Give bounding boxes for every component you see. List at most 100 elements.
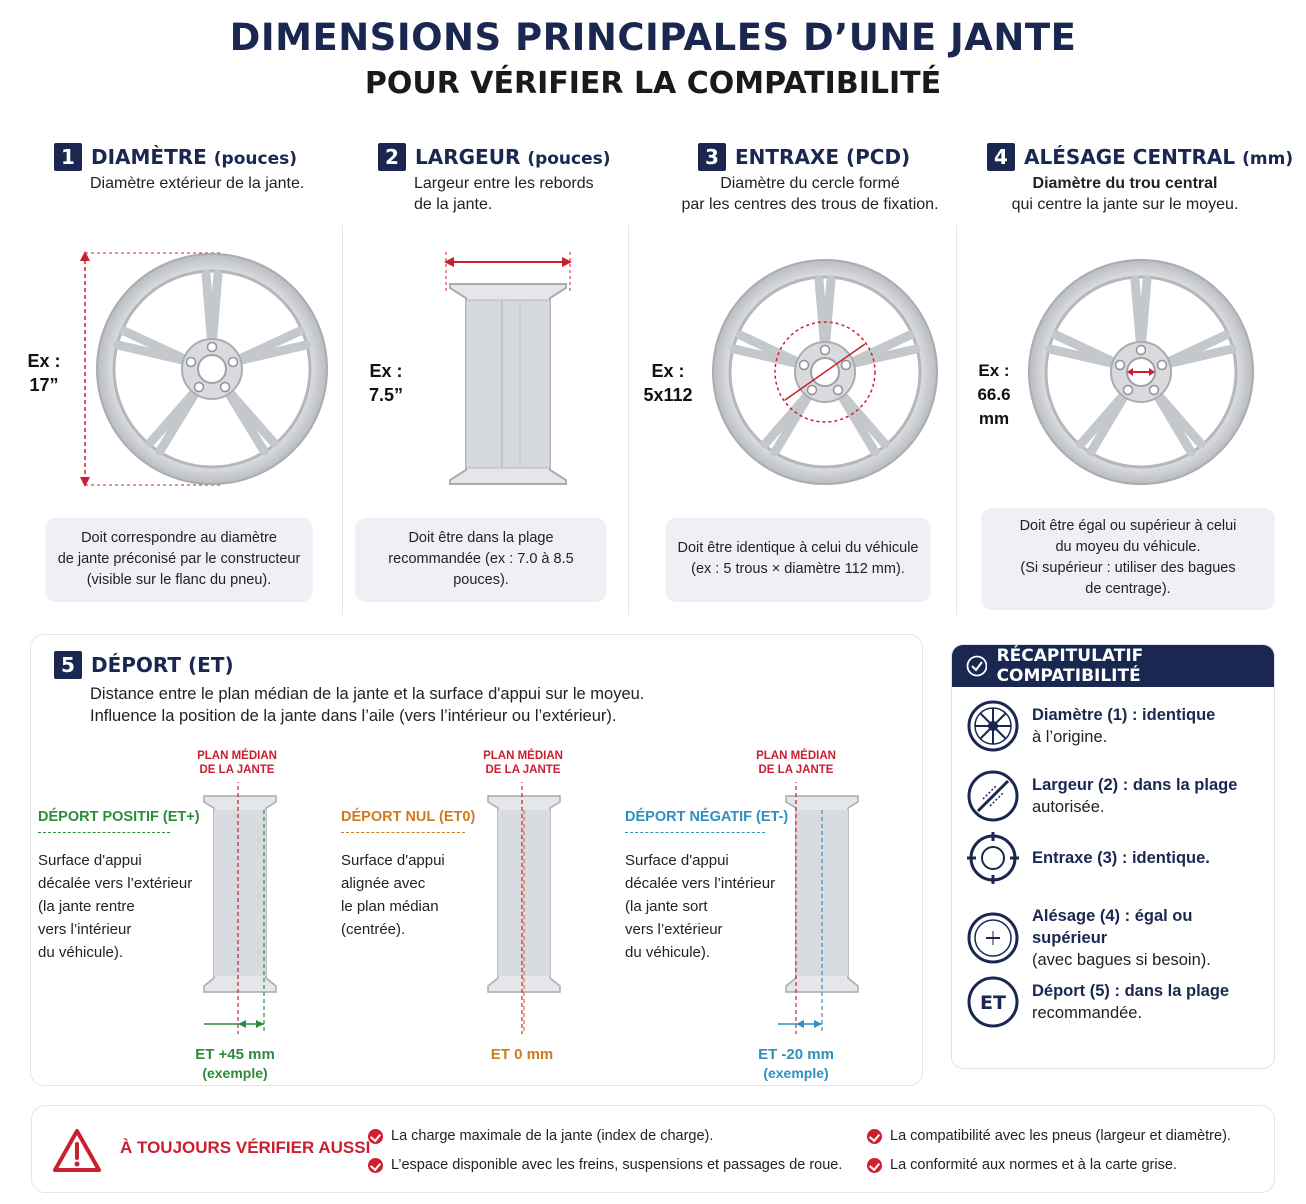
divider [628, 225, 629, 615]
section-bore-desc: Diamètre du trou central qui centre la j… [980, 173, 1270, 215]
et-icon: ET [967, 976, 1019, 1028]
recap-item-label: Déport (5) : dans la plage [1032, 982, 1230, 1000]
note-line: du moyeu du véhicule. [1055, 539, 1201, 555]
width-example: Ex : 7.5” [356, 359, 416, 407]
section-unit: (mm) [1242, 149, 1294, 169]
pcd-wheel-diagram [712, 259, 938, 485]
example-value: 17” [29, 375, 59, 395]
note-line: Doit être identique à celui du véhicule [677, 540, 919, 556]
section-width-header: 2 LARGEUR (pouces) [378, 143, 611, 171]
zero-offset-desc: Surface d'appui alignée avec le plan méd… [341, 852, 445, 938]
pcd-example: Ex : 5x112 [636, 359, 700, 407]
recap-item-label: Alésage (4) : égal ou supérieur [1032, 907, 1193, 947]
width-icon [967, 770, 1019, 822]
negative-offset-title: DÉPORT NÉGATIF (ET-) [625, 809, 789, 825]
desc-line: qui centre la jante sur le moyeu. [1011, 196, 1239, 213]
diameter-note: Doit correspondre au diamètre de jante p… [46, 518, 312, 600]
width-rim-diagram [444, 252, 572, 485]
note-line: (visible sur le flanc du pneu). [86, 571, 272, 588]
section-number: 1 [54, 143, 82, 171]
example-label: Ex : [651, 361, 685, 381]
zero-offset-title: DÉPORT NUL (ET0) [341, 809, 476, 825]
example-label: Ex : [27, 351, 61, 371]
pcd-note: Doit être identique à celui du véhicule … [666, 518, 930, 600]
divider [38, 832, 170, 833]
wheel-icon [96, 253, 328, 485]
positive-offset-rim [203, 782, 277, 1034]
section-number: 5 [54, 651, 82, 679]
divider [956, 225, 957, 615]
positive-offset-title: DÉPORT POSITIF (ET+) [38, 809, 200, 825]
warning-item: La compatibilité avec les pneus (largeur… [867, 1128, 1231, 1144]
check-icon [368, 1128, 383, 1144]
subtitle: POUR VÉRIFIER LA COMPATIBILITÉ [364, 66, 942, 101]
desc-line: Distance entre le plan médian de la jant… [90, 685, 645, 703]
warning-title: À TOUJOURS VÉRIFIER AUSSI [120, 1138, 371, 1157]
note-line: de jante préconisé par le constructeur [57, 550, 301, 567]
section-number: 4 [987, 143, 1015, 171]
desc-line: Diamètre du trou central [1032, 175, 1218, 192]
section-number: 3 [698, 143, 726, 171]
et-icon-text: ET [980, 992, 1006, 1014]
warning-item: L’espace disponible avec les freins, sus… [368, 1157, 842, 1173]
recap-header: RÉCAPITULATIF COMPATIBILITÉ [952, 645, 1274, 687]
width-note: Doit être dans la plage recommandée (ex … [356, 518, 606, 600]
example-label: Ex : [369, 361, 403, 381]
warning-item: La conformité aux normes et à la carte g… [867, 1157, 1177, 1173]
note-line: Doit être dans la plage [408, 529, 554, 546]
diameter-wheel-diagram [80, 251, 328, 487]
zero-offset-rim [487, 782, 561, 1034]
main-title: DIMENSIONS PRINCIPALES D’UNE JANTE [229, 16, 1077, 59]
check-icon [867, 1128, 882, 1144]
example-value: 5x112 [643, 385, 693, 405]
positive-offset-value: ET +45 mm (exemple) [195, 1046, 275, 1081]
section-pcd-desc: Diamètre du cercle formé par les centres… [650, 173, 970, 215]
section-offset-header: 5 DÉPORT (ET) [54, 651, 234, 679]
recap-item-offset: ET Déport (5) : dans la plage recommandée… [966, 975, 1266, 1029]
section-title: LARGEUR [415, 145, 521, 169]
wheel-icon [712, 259, 938, 485]
pcd-arrow [784, 343, 866, 401]
example-value: 66.6 mm [977, 385, 1011, 428]
recap-item-detail: (avec bagues si besoin). [1032, 951, 1211, 969]
recap-title: RÉCAPITULATIF COMPATIBILITÉ [996, 646, 1144, 686]
section-offset-desc: Distance entre le plan médian de la jant… [90, 683, 644, 727]
recap-item-bore: Alésage (4) : égal ou supérieur (avec bag… [966, 905, 1266, 971]
section-title: ALÉSAGE CENTRAL [1024, 145, 1236, 169]
negative-offset-rim [778, 782, 859, 1034]
check-icon [867, 1157, 882, 1173]
section-number: 2 [378, 143, 406, 171]
section-unit: (pouces) [527, 149, 611, 169]
desc-line: Largeur entre les rebords [414, 175, 594, 192]
negative-offset-value: ET -20 mm (exemple) [758, 1046, 834, 1081]
note-line: Doit correspondre au diamètre [81, 529, 277, 546]
check-circle-icon [966, 655, 987, 677]
negative-offset-desc: Surface d'appui décalée vers l’intérieur… [625, 852, 776, 961]
divider [341, 832, 465, 833]
recap-item-pcd: Entraxe (3) : identique. [966, 831, 1266, 885]
example-label: Ex : [978, 361, 1010, 380]
warning-item: La charge maximale de la jante (index de… [368, 1128, 713, 1144]
note-line: Doit être égal ou supérieur à celui [1019, 518, 1237, 534]
divider [625, 832, 765, 833]
section-diameter-desc: Diamètre extérieur de la jante. [90, 173, 304, 194]
bore-example: Ex : 66.6 mm [962, 359, 1026, 431]
desc-line: Diamètre extérieur de la jante. [90, 175, 305, 192]
warning-panel: À TOUJOURS VÉRIFIER AUSSI La charge maxi… [31, 1105, 1275, 1193]
recap-item-detail: recommandée. [1032, 1004, 1143, 1022]
diameter-example: Ex : 17” [14, 349, 74, 397]
section-title: DIAMÈTRE [91, 145, 207, 169]
note-line: (ex : 5 trous × diamètre 112 mm). [691, 561, 905, 577]
note-line: recommandée (ex : 7.0 à 8.5 pouces). [388, 550, 574, 588]
recap-item-label: Diamètre (1) : identique [1032, 706, 1216, 724]
section-bore-header: 4 ALÉSAGE CENTRAL (mm) [987, 143, 1293, 171]
section-diameter-header: 1 DIAMÈTRE (pouces) [54, 143, 297, 171]
offset-panel [30, 634, 923, 1086]
bore-wheel-diagram [1028, 259, 1254, 485]
pcd-circle [774, 321, 876, 423]
